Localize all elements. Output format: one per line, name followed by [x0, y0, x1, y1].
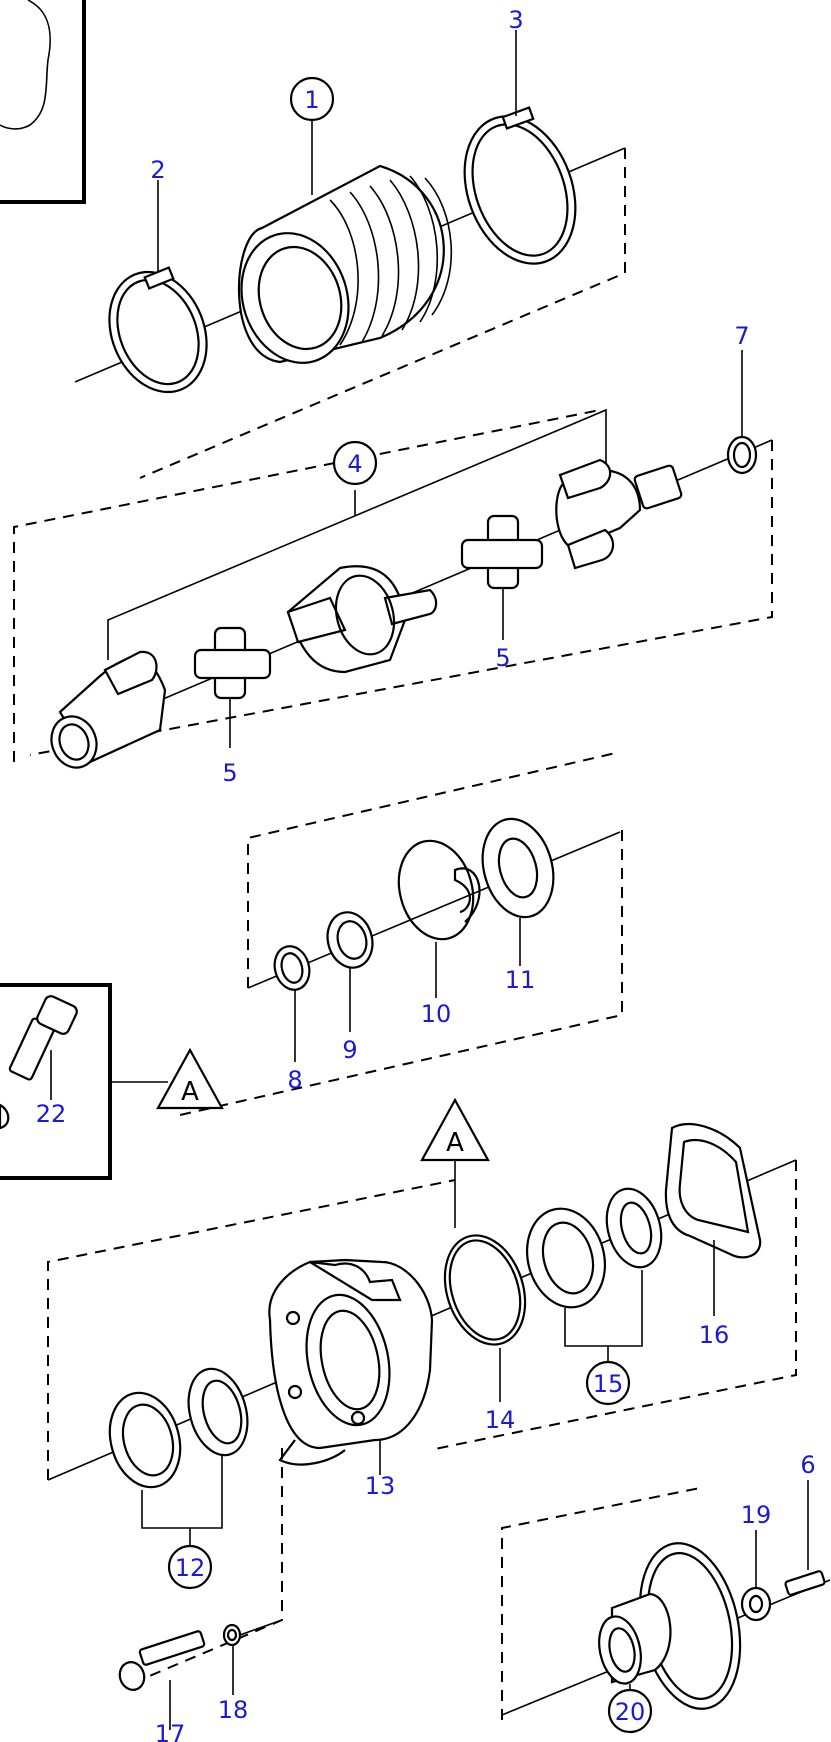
leader-1: [289, 76, 335, 195]
label-5-right: 5: [495, 644, 510, 672]
label-11: 11: [505, 966, 536, 994]
label-4: 4: [347, 450, 362, 478]
label-17: 17: [155, 1720, 186, 1742]
bellows-group: [74, 106, 626, 479]
label-6: 6: [800, 1451, 815, 1479]
label-19: 19: [741, 1501, 772, 1529]
label-10: 10: [421, 1000, 452, 1028]
housing-group: [47, 1097, 797, 1590]
label-7: 7: [734, 322, 749, 350]
label-14: 14: [485, 1406, 516, 1434]
label-9: 9: [342, 1036, 357, 1064]
seal-group: [179, 751, 623, 1116]
label-3: 3: [508, 6, 523, 34]
label-22: 22: [36, 1100, 67, 1128]
label-18: 18: [218, 1696, 249, 1724]
top-left-inset: [0, 0, 86, 204]
part-labels: 1 2 3 4 5 5 6 7 8 9 10 11 12 13 14 15 16…: [36, 6, 816, 1742]
label-8: 8: [287, 1066, 302, 1094]
bottom-bolt-group: [118, 1448, 283, 1730]
label-12: 12: [175, 1554, 206, 1582]
ref-A-housing: A: [446, 1128, 464, 1158]
label-1: 1: [304, 86, 319, 114]
ref-A-inset: A: [181, 1077, 199, 1107]
label-15: 15: [593, 1370, 624, 1398]
label-2: 2: [150, 156, 165, 184]
bottom-gear-group: [501, 1480, 831, 1734]
label-13: 13: [365, 1472, 396, 1500]
label-5-left: 5: [222, 759, 237, 787]
bolt-inset: [0, 983, 224, 1180]
label-20: 20: [615, 1698, 646, 1726]
label-16: 16: [699, 1321, 730, 1349]
driveshaft-group: [13, 350, 773, 769]
